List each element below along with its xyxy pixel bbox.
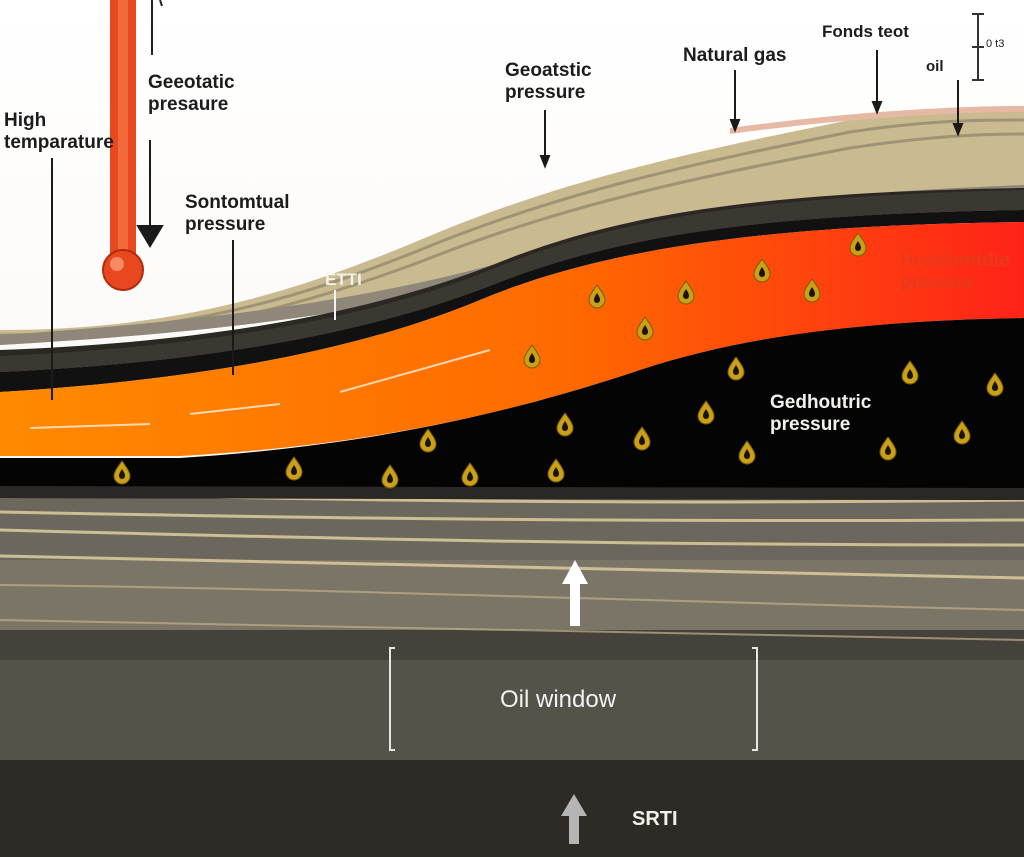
oil-small-label: oil <box>926 58 944 75</box>
hot-maturation-layer <box>0 222 1024 456</box>
geostatic-pressure-left-label: Geeotatic presaure <box>148 72 235 115</box>
fonds-text-label: Fonds teot <box>822 22 909 41</box>
geostatic-pressure-center-label: Geoatstic pressure <box>505 60 592 103</box>
natural-gas-label: Natural gas <box>683 45 787 66</box>
bottom-mark-label: SRTI <box>632 808 678 830</box>
geochemical-pressure-label: Gedhoutric pressure <box>770 392 872 435</box>
high-temperature-label: High temparature <box>4 110 114 153</box>
thermometer-icon <box>102 0 144 291</box>
scale-bar <box>972 13 984 81</box>
scale-label: 0 t3 <box>986 38 1005 50</box>
source-rock-layer <box>0 318 1024 500</box>
arrow-up-icon <box>561 560 588 844</box>
etm-left-label: ETTI <box>325 270 362 289</box>
oil-window-label: Oil window <box>500 686 617 713</box>
sedimental-pressure-label: Sontomtual pressure <box>185 192 290 235</box>
oil-window-bracket <box>389 647 758 751</box>
oil-window-zone <box>0 660 1024 760</box>
hydrostatic-pressure-label: Hoistomtdie pressoe <box>900 250 1010 293</box>
arrow-down-icon <box>51 50 964 400</box>
